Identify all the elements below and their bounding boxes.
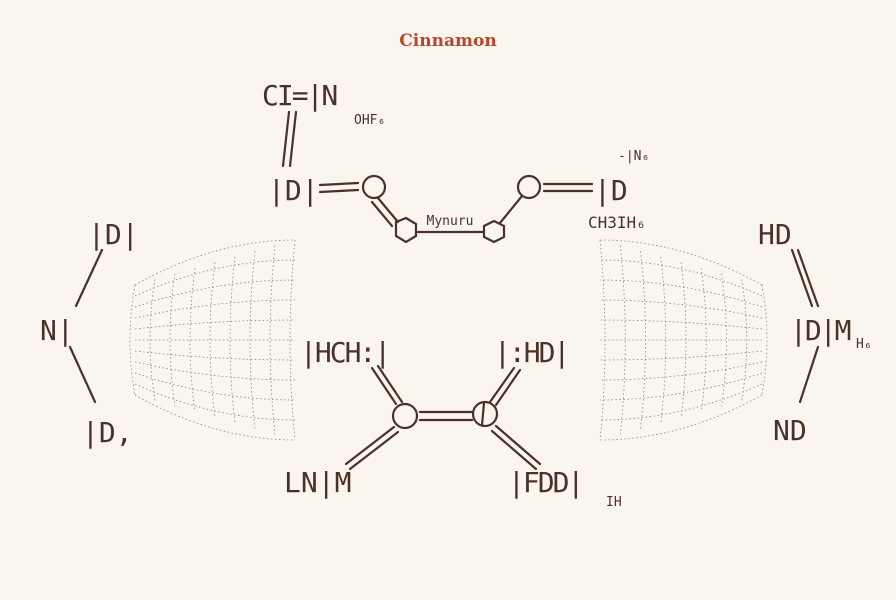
label-top-right-amine: -|N₆ — [618, 149, 649, 164]
bond-center-ur — [488, 366, 522, 407]
label-right-bottom: ND — [773, 414, 807, 447]
mesh-line — [700, 268, 707, 412]
mesh-line — [599, 299, 763, 319]
atom-node — [391, 402, 419, 430]
mesh-pattern-right — [599, 239, 768, 441]
label-center-top-left: |HCH:| — [300, 336, 389, 369]
label-top-left-ring: |D| — [268, 174, 319, 207]
bond-center-double — [418, 410, 474, 422]
mesh-line — [680, 262, 687, 418]
label-top-right-sub: CH3IH₆ — [588, 213, 646, 232]
label-top-left: CI=|N — [262, 79, 336, 112]
mesh-line — [599, 350, 763, 361]
label-left-top: |D| — [88, 218, 139, 251]
mesh-line — [599, 319, 763, 330]
atom-node — [361, 174, 387, 200]
label-right-top: HD — [758, 218, 792, 251]
label-right-mid: |D|M — [790, 314, 851, 347]
mesh-line — [134, 319, 296, 330]
label-left-bottom: |D, — [82, 416, 133, 449]
bond-center-lr — [490, 424, 542, 471]
label-top-right-ring: |D — [594, 174, 628, 207]
ring-node — [482, 219, 506, 244]
bond-center-ul — [370, 364, 404, 406]
mesh-line — [289, 239, 296, 441]
mesh-line — [209, 262, 216, 418]
mesh-line — [129, 284, 136, 396]
bond-single — [498, 194, 524, 225]
bond-left-1 — [74, 248, 104, 308]
bond-left-2 — [68, 345, 97, 404]
mesh-line — [599, 361, 763, 381]
mesh-line — [134, 279, 296, 308]
bond-center-ll — [344, 425, 400, 471]
mesh-line — [640, 251, 646, 429]
atom-node-mark — [480, 401, 486, 427]
mesh-line — [189, 268, 196, 412]
mesh-line — [741, 279, 748, 401]
bond-top-left-vertical — [281, 110, 298, 168]
atom-node — [516, 174, 542, 200]
bond-right-1 — [790, 248, 820, 308]
bond-double-1 — [318, 181, 360, 194]
label-bridge: Mynuru — [427, 214, 474, 229]
label-center-bottom-left: LN|M — [284, 466, 351, 499]
mesh-line — [761, 284, 768, 396]
label-top-left-sub: OHF₆ — [354, 113, 385, 128]
mesh-line — [134, 350, 296, 361]
mesh-line — [249, 251, 256, 429]
mesh-line — [599, 259, 763, 297]
mesh-line — [134, 372, 296, 401]
mesh-line — [134, 361, 296, 381]
bond-double-2 — [370, 196, 400, 228]
label-left-mid: N| — [40, 314, 74, 347]
mesh-line — [134, 394, 296, 441]
bond-right-2 — [798, 345, 820, 404]
ring-node — [394, 216, 418, 244]
diagram-title: Cinnamon — [399, 31, 496, 51]
bond-double-3 — [542, 182, 594, 193]
mesh-line — [149, 279, 156, 401]
label-center-bottom-right: |FDD| — [508, 466, 582, 499]
atom-node — [471, 400, 499, 428]
mesh-pattern-left — [129, 239, 296, 441]
mesh-line — [599, 239, 606, 441]
mesh-line — [134, 299, 296, 319]
label-center-bottom-right-sub: IH — [606, 495, 622, 510]
label-right-mid-sub: H₆ — [856, 337, 872, 352]
label-center-top-right: |:HD| — [494, 336, 568, 369]
mesh-line — [134, 239, 296, 286]
mesh-line — [599, 394, 763, 441]
